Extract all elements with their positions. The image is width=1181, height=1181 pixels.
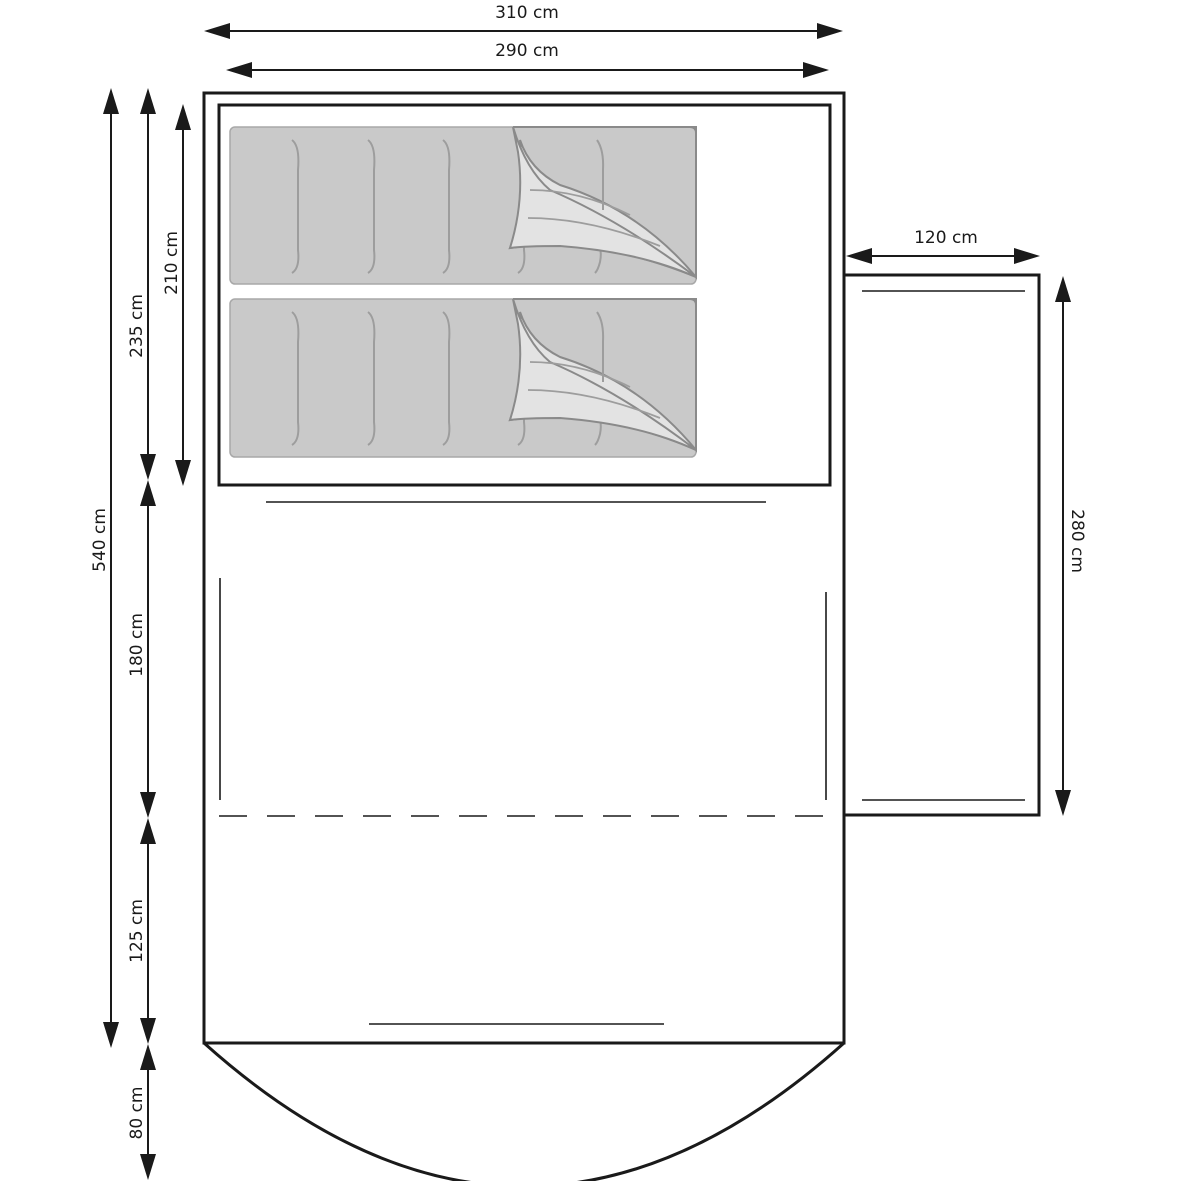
tent-body: [202, 91, 846, 1181]
inner-width-dimension: 290 cm: [226, 41, 829, 78]
porch-section-dimension: 125 cm: [127, 818, 156, 1044]
annex-length-dimension: 280 cm: [1055, 276, 1087, 816]
sleeping-mat-1: [229, 126, 697, 285]
living-section-label: 180 cm: [127, 613, 147, 677]
outer-width-label: 310 cm: [495, 3, 559, 23]
canopy-depth-label: 80 cm: [127, 1087, 147, 1140]
bedroom-section-label: 235 cm: [127, 294, 147, 358]
bedroom-inner-dimension: 210 cm: [162, 104, 191, 486]
side-annex: [844, 273, 1041, 817]
outer-width-dimension: 310 cm: [204, 3, 843, 39]
annex-width-label: 120 cm: [914, 228, 978, 248]
side-annex-outline: [844, 273, 1041, 817]
sleeping-mat-2: [229, 298, 697, 458]
bedroom-inner-label: 210 cm: [162, 231, 182, 295]
total-length-label: 540 cm: [90, 508, 110, 572]
annex-width-dimension: 120 cm: [846, 228, 1040, 264]
inner-width-label: 290 cm: [495, 41, 559, 61]
living-section-dimension: 180 cm: [127, 480, 156, 818]
annex-length-label: 280 cm: [1067, 509, 1087, 573]
canopy-curve: [202, 1041, 846, 1181]
total-length-dimension: 540 cm: [90, 88, 119, 1048]
porch-section-label: 125 cm: [127, 899, 147, 963]
bedroom-inner-tent: [217, 103, 832, 487]
tent-outer-wall: [202, 91, 846, 1045]
living-area: [219, 501, 829, 817]
canopy-depth-dimension: 80 cm: [127, 1044, 156, 1180]
bedroom-section-dimension: 235 cm: [127, 88, 156, 480]
mat-2-flap: [508, 298, 697, 451]
mat-1-flap: [508, 126, 697, 278]
bedroom: [217, 103, 832, 487]
